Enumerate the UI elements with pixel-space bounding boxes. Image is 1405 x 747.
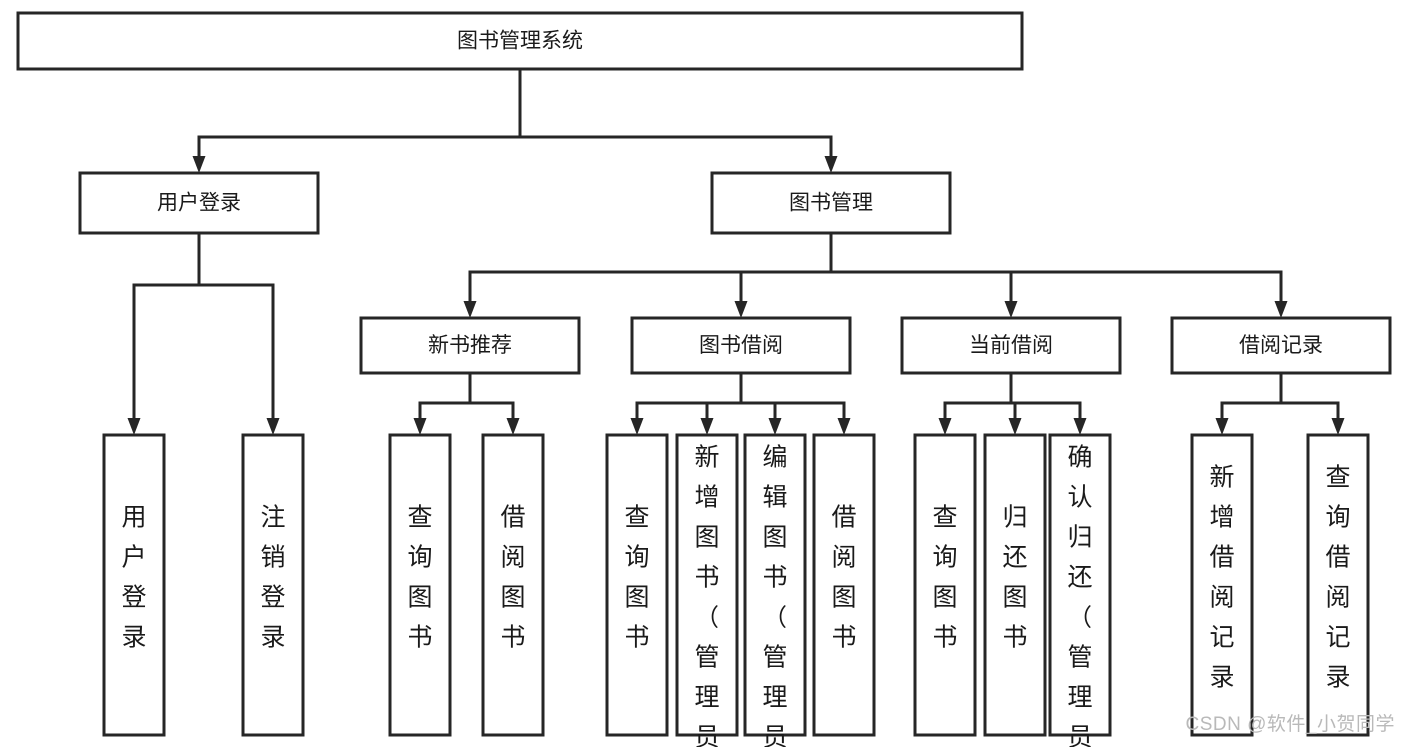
arrowhead-icon [413,418,427,435]
arrowhead-icon [1008,418,1022,435]
node-leaf-edit-book[interactable]: 编辑图书（管理员） [743,433,807,747]
node-box [983,433,1047,737]
connector-book-borrow-to-leaf-borrow-book-2 [739,373,851,435]
node-box [900,316,1122,375]
node-leaf-query-book-1[interactable]: 查询图书 [388,433,452,737]
arrowhead-icon [192,156,206,173]
node-leaf-borrow-book-2[interactable]: 借阅图书 [812,433,876,737]
node-leaf-query-book-3[interactable]: 查询图书 [913,433,977,737]
node-label: 图书管理系统 [457,30,583,53]
csdn-watermark: CSDN @软件_小贺同学 [1186,713,1395,735]
node-label: 查询借阅记录 [1325,464,1350,692]
node-box [605,433,669,737]
arrowhead-icon [700,418,714,435]
node-box [710,171,952,235]
node-leaf-query-borrow-record[interactable]: 查询借阅记录 [1306,433,1370,737]
arrowhead-icon [463,301,477,318]
node-root[interactable]: 图书管理系统 [16,11,1024,71]
arrowhead-icon [824,156,838,173]
node-box [812,433,876,737]
node-user-login[interactable]: 用户登录 [78,171,320,235]
connector-book-management-to-new-book-recommend [463,233,833,318]
node-label: 查询图书 [624,504,649,652]
connector-book-management-to-book-borrow [734,233,833,318]
node-label: 查询图书 [932,504,957,652]
node-current-borrow[interactable]: 当前借阅 [900,316,1122,375]
node-label: 当前借阅 [969,334,1053,357]
arrowhead-icon [506,418,520,435]
node-box [1190,433,1254,737]
node-box [1306,433,1370,737]
connector-borrow-record-to-leaf-add-borrow-record [1215,373,1283,435]
connector-borrow-record-to-leaf-query-borrow-record [1279,373,1345,435]
connector-new-book-recommend-to-leaf-query-book-1 [413,373,472,435]
node-box [16,11,1024,71]
node-book-management[interactable]: 图书管理 [710,171,952,235]
node-leaf-add-book[interactable]: 新增图书（管理员） [675,433,739,747]
node-leaf-user-logout[interactable]: 注销登录 [241,433,305,737]
node-leaf-query-book-2[interactable]: 查询图书 [605,433,669,737]
node-label: 新增借阅记录 [1209,464,1234,692]
connector-new-book-recommend-to-leaf-borrow-book-1 [468,373,520,435]
node-box [1170,316,1392,375]
node-label: 新书推荐 [428,334,512,357]
node-label: 借阅记录 [1239,334,1323,357]
node-box [743,433,807,737]
arrowhead-icon [1073,418,1087,435]
arrowhead-icon [734,301,748,318]
node-label: 图书管理 [789,192,873,215]
node-label: 归还图书 [1002,504,1027,652]
connector-book-management-to-current-borrow [829,233,1018,318]
node-label: 查询图书 [407,504,432,652]
node-leaf-user-login[interactable]: 用户登录 [102,433,166,737]
arrowhead-icon [938,418,952,435]
node-box [359,316,581,375]
node-box [241,433,305,737]
connector-root-to-book-management [518,69,838,173]
node-label: 用户登录 [157,192,241,215]
node-box [630,316,852,375]
node-leaf-borrow-book-1[interactable]: 借阅图书 [481,433,545,737]
connector-book-borrow-to-leaf-add-book [700,373,743,435]
connector-user-login-to-leaf-user-login [127,233,201,435]
node-label: 编辑图书（管理员） [762,444,787,747]
connector-current-borrow-to-leaf-confirm-return [1009,373,1087,435]
node-label: 注销登录 [260,504,285,652]
node-label: 借阅图书 [831,504,856,652]
node-label: 新增图书（管理员） [694,444,719,747]
node-new-book-recommend[interactable]: 新书推荐 [359,316,581,375]
node-box [388,433,452,737]
node-leaf-return-book[interactable]: 归还图书 [983,433,1047,737]
node-box [675,433,739,737]
arrowhead-icon [127,418,141,435]
arrowhead-icon [837,418,851,435]
node-leaf-add-borrow-record[interactable]: 新增借阅记录 [1190,433,1254,737]
node-label: 借阅图书 [500,504,525,652]
node-borrow-record[interactable]: 借阅记录 [1170,316,1392,375]
connector-user-login-to-leaf-user-logout [197,233,280,435]
node-layer: 图书管理系统用户登录图书管理新书推荐图书借阅当前借阅借阅记录用户登录注销登录查询… [16,11,1392,747]
node-book-borrow[interactable]: 图书借阅 [630,316,852,375]
arrowhead-icon [1274,301,1288,318]
arrowhead-icon [266,418,280,435]
arrowhead-icon [1331,418,1345,435]
node-box [78,171,320,235]
node-box [481,433,545,737]
connector-root-to-user-login [192,69,522,173]
node-box [1048,433,1112,737]
arrowhead-icon [1215,418,1229,435]
connector-layer [127,69,1345,435]
node-label: 图书借阅 [699,334,783,357]
arrowhead-icon [630,418,644,435]
arrowhead-icon [1004,301,1018,318]
node-label: 用户登录 [121,504,146,652]
node-box [913,433,977,737]
connector-current-borrow-to-leaf-query-book-3 [938,373,1013,435]
connector-book-management-to-borrow-record [829,233,1288,318]
node-label: 确认归还（管理员） [1067,444,1092,747]
arrowhead-icon [768,418,782,435]
node-box [102,433,166,737]
node-leaf-confirm-return[interactable]: 确认归还（管理员） [1048,433,1112,747]
